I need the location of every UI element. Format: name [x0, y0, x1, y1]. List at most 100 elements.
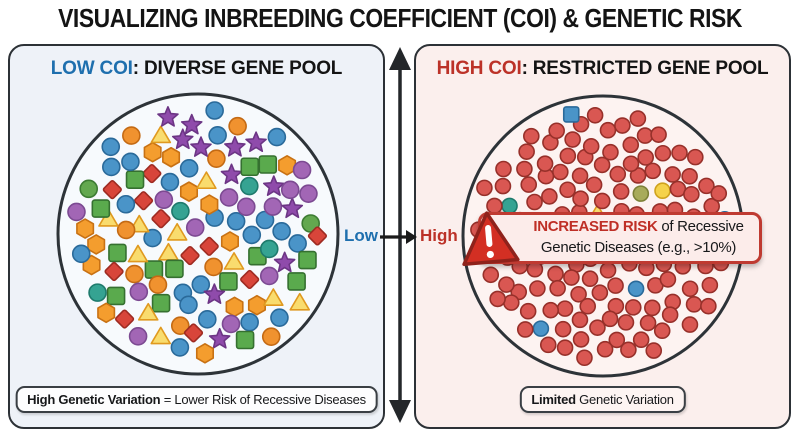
- red-allele-circle: [518, 143, 535, 160]
- low-coi-heading-rest: : DIVERSE GENE POOL: [132, 58, 343, 79]
- purple-allele-star: [262, 175, 285, 196]
- red-allele-diamond: [114, 309, 135, 329]
- red-allele-circle: [571, 167, 589, 185]
- orange-allele-circle: [170, 316, 190, 336]
- purple-allele-circle: [185, 218, 205, 237]
- blue-allele-circle: [71, 244, 91, 264]
- red-allele-circle: [644, 162, 662, 180]
- red-allele-circle: [624, 299, 642, 316]
- red-allele-diamond: [142, 163, 162, 184]
- purple-allele-star: [171, 128, 194, 150]
- purple-allele-circle: [236, 197, 256, 217]
- red-allele-circle: [526, 193, 543, 211]
- orange-allele-circle: [116, 220, 136, 240]
- orange-allele-circle: [228, 116, 247, 136]
- teal-allele-circle: [88, 283, 107, 302]
- purple-allele-circle: [263, 197, 283, 216]
- high-coi-footer-label: Limited Genetic Variation: [519, 386, 686, 413]
- blue-allele-circle: [179, 159, 199, 178]
- red-allele-circle: [571, 311, 589, 329]
- red-allele-circle: [556, 339, 574, 356]
- blue-allele-circle: [208, 125, 227, 145]
- warning-triangle-icon: [462, 211, 520, 267]
- yellow-allele-triangle: [223, 252, 245, 270]
- red-allele-circle: [586, 106, 604, 124]
- red-allele-circle: [552, 163, 569, 181]
- red-allele-diamond: [102, 180, 122, 200]
- diverse-gene-pool: [56, 92, 340, 376]
- red-allele-circle: [554, 320, 572, 338]
- low-coi-heading-highlight: LOW COI: [50, 58, 133, 79]
- red-allele-circle: [582, 138, 600, 155]
- red-allele-circle: [602, 143, 619, 161]
- increased-risk-text: INCREASED RISK of Recessive Genetic Dise…: [521, 217, 756, 258]
- purple-allele-star: [224, 135, 246, 157]
- coi-axis-vertical-arrow: [389, 47, 411, 423]
- purple-allele-circle: [129, 282, 149, 302]
- footer-rest-text: Genetic Variation: [575, 392, 674, 407]
- increased-risk-line1-rest: of Recessive: [657, 218, 744, 235]
- red-allele-circle: [614, 117, 631, 134]
- blue-allele-circle: [121, 152, 140, 172]
- red-allele-circle: [581, 270, 599, 288]
- red-allele-circle: [563, 269, 580, 286]
- red-allele-circle: [519, 302, 537, 320]
- orange-allele-hexagon: [76, 218, 95, 239]
- red-allele-circle: [516, 160, 533, 178]
- red-allele-circle: [645, 342, 663, 359]
- blue-allele-circle: [160, 172, 180, 192]
- red-allele-diamond: [307, 226, 328, 246]
- orange-allele-hexagon: [247, 294, 266, 316]
- blue-allele-circle: [272, 222, 291, 241]
- purple-allele-star: [208, 327, 231, 349]
- high-coi-heading-rest: : RESTRICTED GENE POOL: [521, 58, 769, 79]
- blue-allele-circle: [242, 225, 262, 245]
- orange-allele-hexagon: [162, 146, 181, 168]
- red-allele-circle: [529, 280, 546, 297]
- red-allele-circle: [489, 290, 506, 308]
- red-allele-circle: [599, 261, 617, 279]
- blue-allele-circle: [179, 295, 198, 315]
- blue-allele-circle: [627, 280, 645, 298]
- red-allele-circle: [609, 165, 627, 183]
- red-allele-circle: [664, 166, 681, 183]
- purple-allele-star: [203, 283, 226, 304]
- arrow-down-head: [389, 400, 411, 423]
- red-allele-diamond: [151, 209, 171, 229]
- red-allele-circle: [620, 341, 637, 359]
- red-allele-circle: [687, 148, 704, 166]
- green-allele-circle: [79, 179, 99, 199]
- red-allele-circle: [671, 144, 688, 162]
- green-allele-square: [106, 286, 126, 306]
- orange-allele-circle: [261, 327, 281, 346]
- footer-rest-text: = Lower Risk of Recessive Diseases: [160, 392, 366, 407]
- red-allele-circle: [591, 284, 609, 301]
- high-coi-heading: HIGH COI: RESTRICTED GENE POOL: [416, 58, 789, 80]
- red-allele-circle: [593, 192, 611, 210]
- red-allele-circle: [541, 188, 558, 205]
- high-axis-label: High: [420, 226, 458, 245]
- red-allele-circle: [599, 121, 617, 139]
- red-allele-circle: [549, 279, 566, 297]
- red-allele-circle: [476, 179, 493, 197]
- arrow-up-head: [389, 47, 411, 70]
- blue-allele-circle: [288, 234, 307, 253]
- red-allele-circle: [698, 177, 715, 195]
- green-allele-square: [165, 259, 184, 279]
- orange-allele-hexagon: [220, 231, 239, 252]
- yellow-allele-triangle: [150, 125, 172, 144]
- red-allele-diamond: [183, 323, 204, 343]
- red-allele-circle: [700, 297, 717, 315]
- green-allele-square: [91, 199, 111, 218]
- red-allele-circle: [681, 316, 699, 333]
- blue-allele-circle: [270, 308, 289, 327]
- increased-risk-banner: INCREASED RISK of Recessive Genetic Dise…: [462, 211, 762, 267]
- red-allele-circle: [498, 276, 515, 293]
- page-title: VISUALIZING INBREEDING COEFFICIENT (COI)…: [58, 3, 742, 33]
- orange-allele-hexagon: [225, 296, 244, 318]
- red-allele-circle: [593, 156, 611, 174]
- arrow-right-head: [406, 230, 417, 244]
- red-allele-circle: [482, 266, 500, 284]
- purple-allele-circle: [128, 326, 148, 346]
- green-allele-square: [151, 293, 171, 313]
